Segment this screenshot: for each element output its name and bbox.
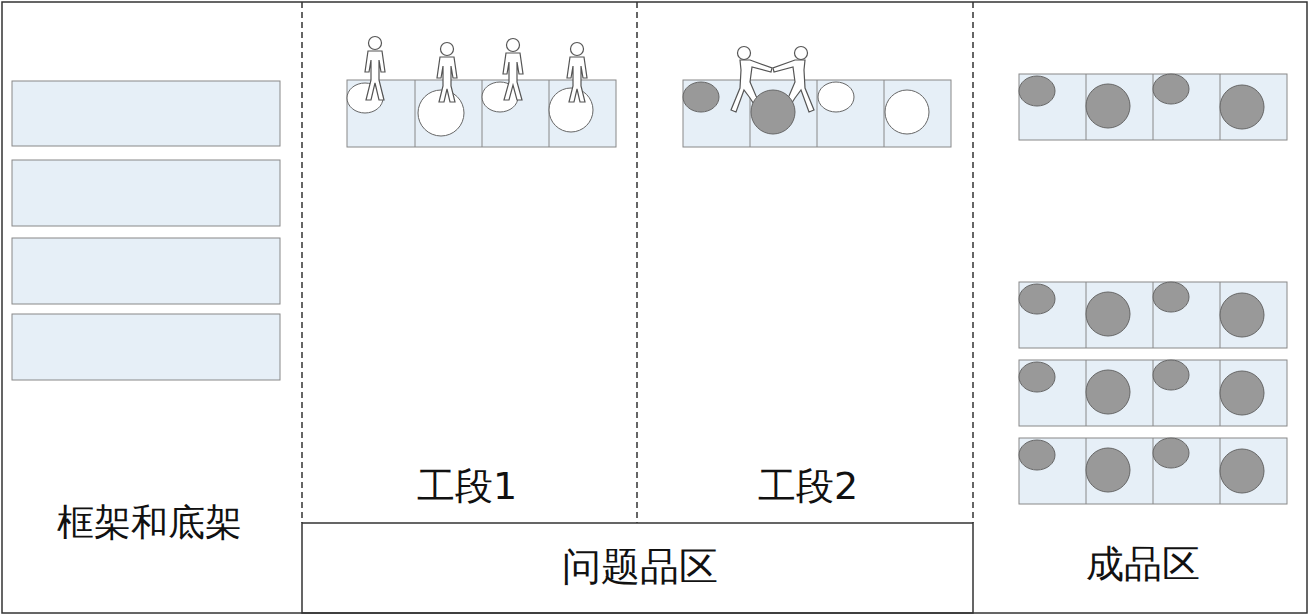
worker-figure	[503, 39, 523, 101]
finished-part	[1153, 360, 1189, 390]
zone-label: 工段1	[301, 464, 634, 510]
cell-line	[1153, 360, 1154, 426]
finished-part	[1153, 282, 1189, 312]
storage-rack	[12, 81, 280, 146]
finished-part	[1086, 292, 1130, 336]
zone-label: 问题品区	[306, 544, 975, 591]
finished-part	[1019, 440, 1055, 470]
work-table	[683, 80, 951, 147]
storage-rack	[12, 160, 280, 226]
part-circle	[818, 82, 854, 112]
cell-line	[415, 80, 416, 147]
finished-rack	[1019, 360, 1287, 426]
zone-region: 工段2	[638, 3, 972, 522]
zone-divider	[636, 2, 638, 523]
finished-part	[1220, 371, 1264, 415]
finished-racks	[1019, 74, 1287, 504]
finished-rack	[1019, 282, 1287, 348]
finished-part	[1220, 293, 1264, 337]
zone-label: 框架和底架	[0, 501, 298, 545]
finished-rack	[1019, 438, 1287, 504]
rack-table	[1019, 282, 1287, 348]
worker-figure	[437, 43, 457, 103]
storage-rack	[12, 314, 280, 380]
finished-part	[1220, 85, 1264, 129]
rack-table	[1019, 74, 1287, 140]
worker-figure	[365, 37, 385, 101]
finished-part	[1086, 370, 1130, 414]
worker-figure	[567, 43, 587, 103]
zone-divider	[301, 2, 303, 523]
finished-part	[1153, 438, 1189, 468]
finished-rack	[1019, 74, 1287, 140]
zone-divider	[972, 2, 974, 523]
cell-line	[817, 80, 818, 147]
zone-region: 框架和底架	[3, 3, 301, 612]
rack-table	[1019, 438, 1287, 504]
zone-label: 成品区	[977, 542, 1309, 588]
part-circle	[885, 90, 929, 134]
problem-area: 问题品区	[303, 524, 972, 612]
finished-part	[1086, 448, 1130, 492]
finished-part	[1019, 362, 1055, 392]
cell-line	[482, 80, 483, 147]
cell-line	[884, 80, 885, 147]
zone-region: 成品区	[974, 3, 1306, 612]
cell-line	[1153, 74, 1154, 140]
storage-rack	[12, 238, 280, 304]
finished-part	[1019, 76, 1055, 106]
zone-label: 工段2	[641, 464, 975, 510]
finished-part	[1153, 74, 1189, 104]
finished-part	[1086, 84, 1130, 128]
finished-part	[1220, 449, 1264, 493]
zone-region: 工段1	[303, 3, 636, 522]
cell-line	[1153, 282, 1154, 348]
finished-part	[1019, 284, 1055, 314]
cell-line	[1153, 438, 1154, 504]
worker-group	[365, 37, 587, 103]
rack-table	[1019, 360, 1287, 426]
finished-part	[751, 90, 795, 134]
finished-part	[683, 82, 719, 112]
